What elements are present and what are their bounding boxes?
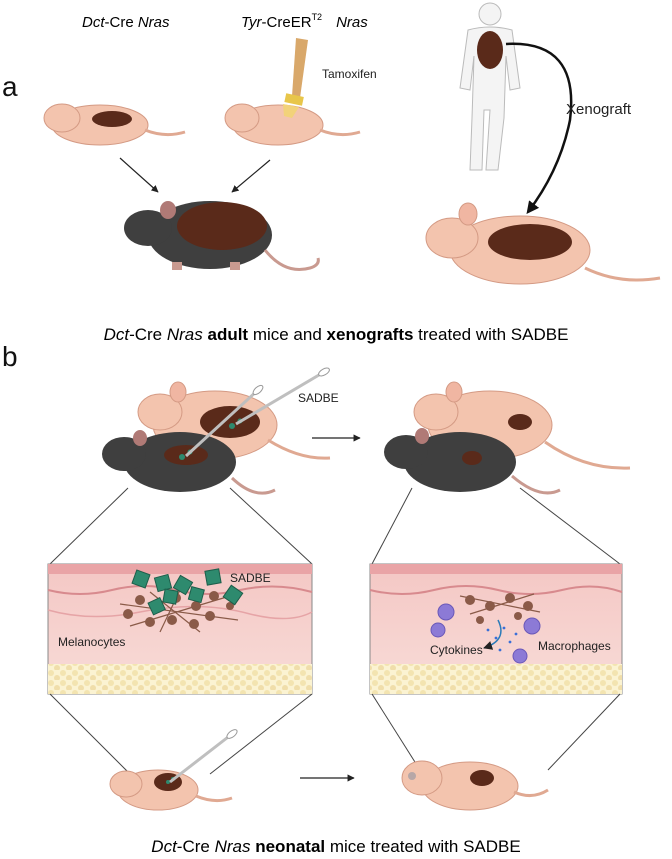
panel-a-caption: Dct-Cre Nras adult mice and xenografts t… [104, 325, 569, 344]
sadbe-top-label: SADBE [298, 391, 339, 405]
lesion [488, 224, 572, 260]
arrow-dct-to-adult [120, 158, 158, 192]
macrophages-label: Macrophages [538, 639, 611, 653]
human-figure [460, 3, 520, 170]
swab-icon [170, 728, 239, 782]
skin-section-response [370, 564, 622, 694]
lesion [92, 111, 132, 127]
dct-cre-label: Dct-Cre Nras [82, 14, 170, 31]
arrow-tyr-to-adult [232, 160, 270, 192]
lesion [477, 31, 503, 69]
cleared-mice-pair [384, 382, 630, 493]
adult-black-mouse [124, 201, 318, 270]
treated-mice-pair [102, 382, 330, 493]
neonate-cleared [402, 761, 548, 810]
zoom-lines-bottom [50, 694, 620, 774]
xenograft-label: Xenograft [566, 101, 632, 118]
panel-b-caption: Dct-Cre Nras neonatal mice treated with … [151, 837, 520, 856]
cytokines-label: Cytokines [430, 643, 483, 657]
nude-mouse-xenograft [426, 203, 660, 284]
neonate-treated [110, 770, 232, 810]
melanocytes-label: Melanocytes [58, 635, 125, 649]
panel-letter-b: b [2, 341, 18, 372]
neonate-mouse-dct [44, 104, 185, 145]
lesion [177, 202, 267, 250]
sadbe-skin-label: SADBE [230, 571, 271, 585]
tamoxifen-label: Tamoxifen [322, 67, 377, 81]
zoom-lines-top [50, 488, 620, 564]
panel-letter-a: a [2, 71, 18, 102]
skin-section-treated [48, 564, 312, 694]
